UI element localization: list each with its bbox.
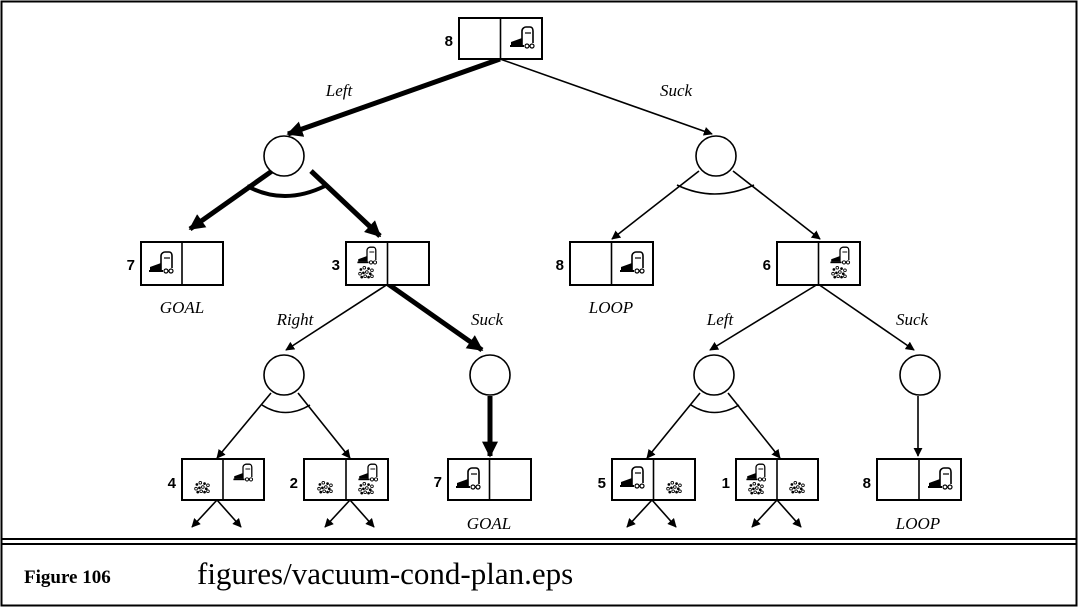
state-s8b-number: 8 bbox=[863, 475, 871, 492]
edge-label-a-suck: Suck bbox=[471, 310, 504, 329]
state-s8a: 8 LOOP bbox=[556, 241, 654, 317]
edge-b-to-s8a bbox=[611, 170, 700, 240]
edge-e-to-s5 bbox=[646, 392, 701, 459]
state-s8b-label: LOOP bbox=[895, 514, 940, 533]
and-arc-e bbox=[690, 404, 740, 414]
state-s8b: 8 LOOP bbox=[863, 458, 962, 533]
state-s2-number: 2 bbox=[290, 475, 298, 492]
and-arc-a bbox=[246, 184, 326, 198]
or-node-f bbox=[899, 354, 941, 396]
figure-file-name: figures/vacuum-cond-plan.eps bbox=[197, 556, 573, 591]
edge-c-to-s4 bbox=[216, 392, 272, 459]
state-s5: 5 bbox=[598, 458, 696, 501]
state-s8a-number: 8 bbox=[556, 257, 564, 274]
state-s4: 4 bbox=[168, 458, 265, 501]
edge-a-to-s7a bbox=[188, 168, 274, 232]
state-s7b: 7 GOAL bbox=[434, 458, 532, 533]
and-node-c bbox=[263, 354, 305, 396]
edge-a-to-s3 bbox=[309, 169, 382, 238]
edge-b-to-s6 bbox=[732, 170, 821, 240]
state-s6-number: 6 bbox=[763, 257, 771, 274]
state-s7b-number: 7 bbox=[434, 474, 442, 491]
edge-c-to-s2 bbox=[297, 392, 351, 459]
state-s7a-label: GOAL bbox=[160, 298, 204, 317]
edge-e-to-s1 bbox=[727, 392, 781, 459]
state-s8a-label: LOOP bbox=[588, 298, 633, 317]
state-s3-number: 3 bbox=[332, 257, 340, 274]
edge-s3-suck bbox=[386, 281, 484, 353]
and-node-e bbox=[693, 354, 735, 396]
and-arc-b bbox=[676, 184, 755, 195]
state-s5-number: 5 bbox=[598, 475, 606, 492]
state-s7a-number: 7 bbox=[127, 257, 135, 274]
or-node-d bbox=[469, 354, 511, 396]
state-s3: 3 bbox=[332, 241, 430, 286]
edge-label-root-suck: Suck bbox=[660, 81, 693, 100]
state-root: 8 bbox=[445, 17, 543, 60]
state-s2: 2 bbox=[290, 458, 389, 501]
state-s6: 6 bbox=[763, 241, 861, 286]
edge-label-a-right: Right bbox=[276, 310, 315, 329]
and-node-b bbox=[695, 135, 737, 177]
and-arc-c bbox=[261, 404, 311, 414]
edge-s6-left bbox=[709, 283, 819, 351]
state-s7b-label: GOAL bbox=[467, 514, 511, 533]
edge-label-b-left: Left bbox=[706, 310, 735, 329]
and-node-a bbox=[263, 135, 305, 177]
continuation-arrows bbox=[191, 499, 802, 528]
edge-root-suck bbox=[499, 58, 713, 136]
state-s1-number: 1 bbox=[722, 475, 730, 492]
state-s7a: 7 GOAL bbox=[127, 241, 224, 317]
state-root-number: 8 bbox=[445, 33, 453, 50]
edge-label-b-suck: Suck bbox=[896, 310, 929, 329]
edge-root-left bbox=[286, 56, 501, 137]
figure-label: Figure 106 bbox=[24, 567, 111, 588]
edge-label-root-left: Left bbox=[325, 81, 354, 100]
edge-s6-suck bbox=[817, 283, 915, 351]
state-s4-number: 4 bbox=[168, 475, 177, 492]
edge-s3-right bbox=[285, 283, 389, 351]
state-s1: 1 bbox=[722, 458, 819, 501]
